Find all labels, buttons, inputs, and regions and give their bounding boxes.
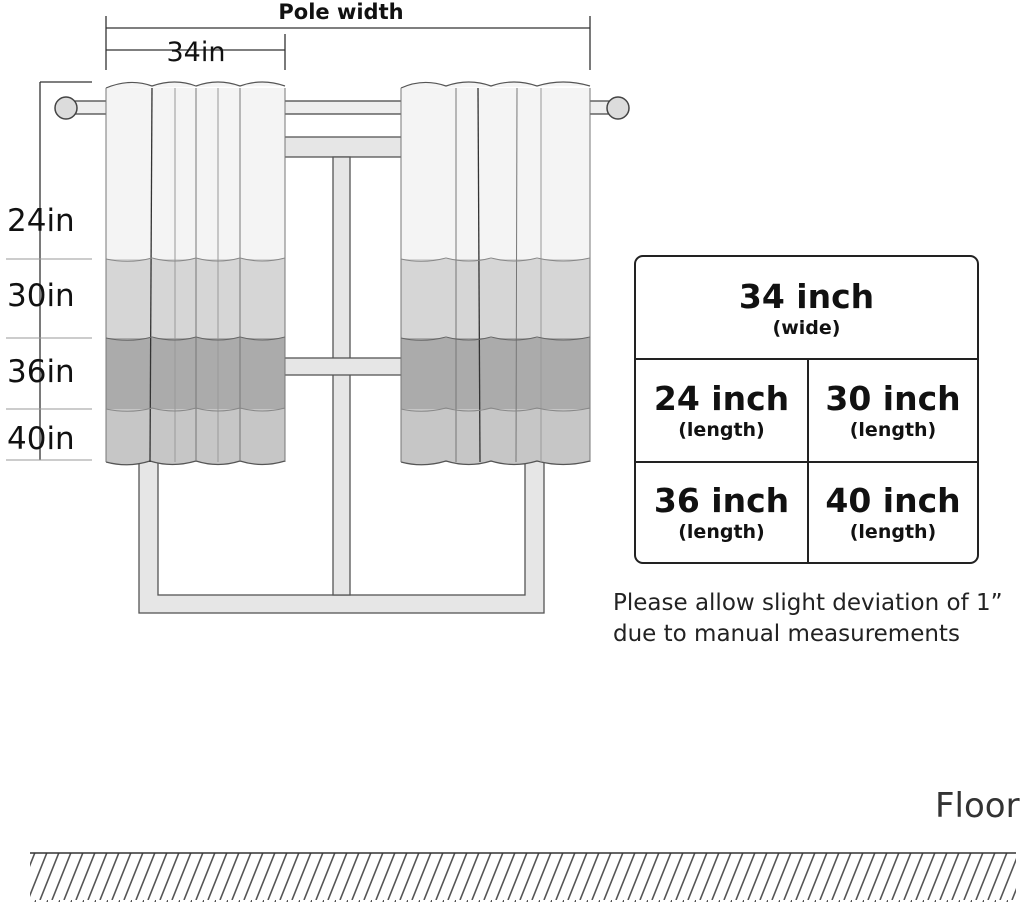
length-label-30: 30in — [7, 278, 75, 314]
pole-width-label: Pole width — [278, 0, 403, 24]
deviation-note-line-2: due to manual measurements — [613, 621, 960, 647]
deviation-note: Please allow slight deviation of 1” due … — [613, 588, 1018, 650]
spec-divider — [636, 358, 977, 360]
panel-width-label: 34in — [167, 37, 226, 68]
size-spec-table: 34 inch (wide) 24 inch (length) 30 inch … — [634, 255, 979, 564]
length-label-36: 36in — [7, 354, 75, 390]
spec-length-value: 30 inch — [825, 378, 961, 418]
floor-label: Floor — [935, 786, 1020, 826]
spec-cell-length-24: 24 inch (length) — [636, 360, 807, 461]
spec-length-unit: (length) — [849, 520, 937, 543]
spec-divider — [807, 359, 809, 562]
spec-cell-length-30: 30 inch (length) — [809, 360, 977, 461]
length-label-40: 40in — [7, 421, 75, 457]
spec-length-unit: (length) — [678, 520, 765, 543]
spec-length-unit: (length) — [678, 418, 765, 441]
spec-length-value: 24 inch — [653, 378, 790, 418]
pole-width-dimension: Pole width — [105, 0, 591, 70]
spec-length-value: 40 inch — [825, 480, 961, 520]
spec-divider — [636, 461, 977, 463]
floor — [30, 852, 1016, 902]
length-dimension: 24in 30in 36in 40in — [6, 81, 92, 461]
spec-cell-width: 34 inch (wide) — [636, 257, 977, 360]
curtain-panel-left — [105, 81, 286, 466]
spec-cell-length-36: 36 inch (length) — [636, 463, 807, 562]
panel-width-dimension: 34in — [106, 34, 286, 70]
spec-length-unit: (length) — [849, 418, 937, 441]
length-label-24: 24in — [7, 203, 75, 239]
curtain-panel-right — [400, 81, 591, 466]
spec-length-value: 36 inch — [653, 480, 790, 520]
spec-width-value: 34 inch — [738, 276, 875, 316]
spec-width-unit: (wide) — [772, 316, 841, 339]
spec-cell-length-40: 40 inch (length) — [809, 463, 977, 562]
deviation-note-line-1: Please allow slight deviation of 1” — [613, 590, 1003, 616]
